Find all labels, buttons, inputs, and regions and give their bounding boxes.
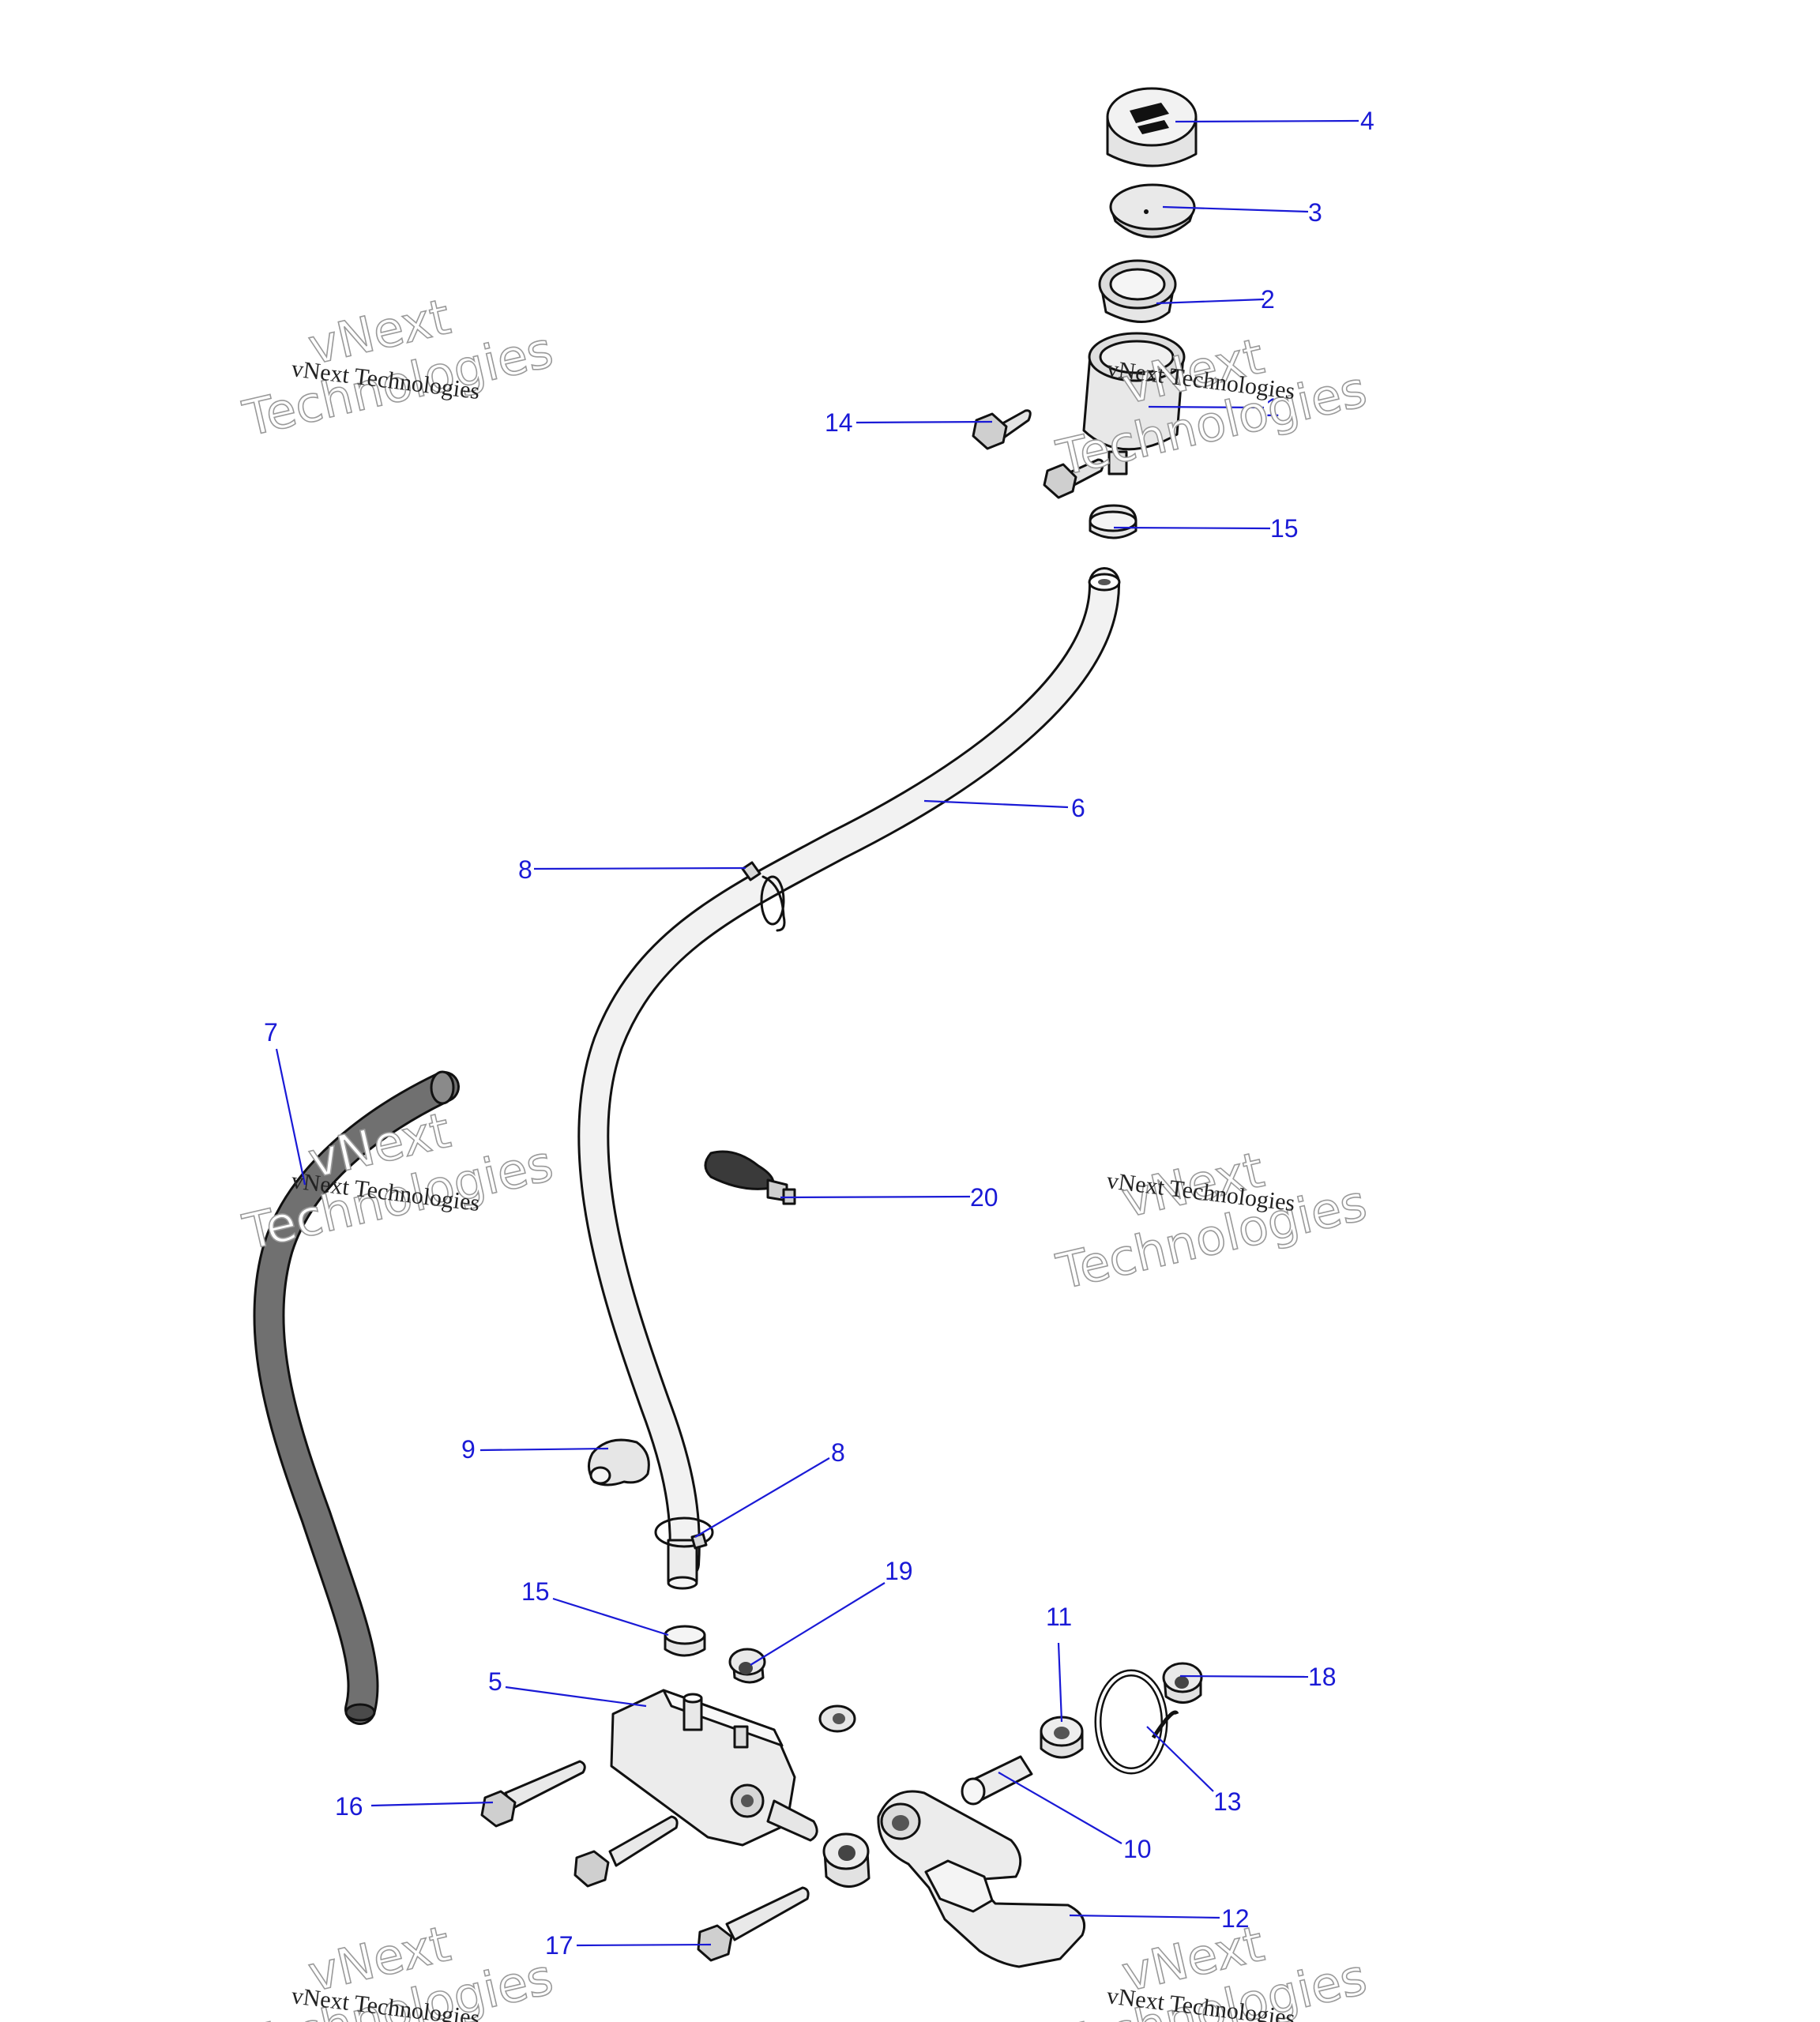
reservoir-hose <box>577 567 1121 1590</box>
reservoir-cap <box>1106 87 1198 167</box>
leader-lines <box>275 119 1359 1947</box>
callout-11: 11 <box>1046 1603 1072 1631</box>
hose-clip <box>704 1150 796 1205</box>
tie-strap-upper <box>741 861 786 932</box>
mounting-bolt-16 <box>480 1760 586 1828</box>
callout-1: 1 <box>1265 393 1280 422</box>
master-cylinder <box>610 1689 818 1847</box>
callout-4: 4 <box>1360 107 1374 135</box>
callout-9: 9 <box>461 1435 476 1464</box>
reservoir-screw-lower <box>1043 458 1104 499</box>
hose-clamp-upper <box>1089 504 1138 539</box>
watermark-top-left: vNext Technologies <box>237 287 558 448</box>
callout-6: 6 <box>1071 794 1085 822</box>
pedal-bracket <box>877 1790 1086 1968</box>
callout-10: 10 <box>1123 1835 1152 1863</box>
callout-20: 20 <box>970 1183 998 1212</box>
callout-13: 13 <box>1213 1787 1242 1816</box>
callout-19: 19 <box>885 1557 913 1585</box>
reservoir-screw-upper <box>972 409 1032 450</box>
brake-fluid-reservoir <box>1082 332 1186 475</box>
reservoir-diaphragm <box>1109 183 1196 239</box>
callout-12: 12 <box>1221 1904 1250 1933</box>
bushing-lower <box>822 1832 871 1888</box>
bushing-19 <box>728 1648 766 1684</box>
bushing-small <box>818 1704 856 1733</box>
callout-5: 5 <box>488 1667 502 1696</box>
callout-numbers: 4 3 2 1 14 15 6 8 7 20 9 8 15 19 11 18 5… <box>264 107 1374 1960</box>
callout-2: 2 <box>1261 285 1275 314</box>
mounting-bolt-middle <box>573 1815 679 1888</box>
pivot-sleeve <box>961 1755 1033 1806</box>
callout-17: 17 <box>545 1931 573 1960</box>
callout-3: 3 <box>1308 198 1322 227</box>
bushing-18 <box>1162 1662 1203 1704</box>
hose-clamp-lower <box>664 1625 706 1657</box>
bushing-11 <box>1040 1716 1084 1759</box>
callout-16: 16 <box>335 1792 363 1821</box>
callout-8-lower: 8 <box>831 1438 845 1467</box>
callout-7: 7 <box>264 1018 278 1047</box>
vent-hose <box>253 1070 460 1725</box>
mounting-bolt-17 <box>697 1886 810 1962</box>
callout-14: 14 <box>825 408 853 437</box>
callout-15-lower: 15 <box>521 1577 550 1606</box>
reservoir-ring <box>1098 259 1177 323</box>
return-spring <box>1094 1669 1179 1775</box>
callout-18: 18 <box>1308 1663 1337 1691</box>
callout-15-upper: 15 <box>1270 514 1299 543</box>
watermark-mid-right: vNext Technologies <box>1051 1140 1372 1301</box>
callout-8-upper: 8 <box>518 855 532 884</box>
hose-bracket-clip <box>588 1438 650 1486</box>
